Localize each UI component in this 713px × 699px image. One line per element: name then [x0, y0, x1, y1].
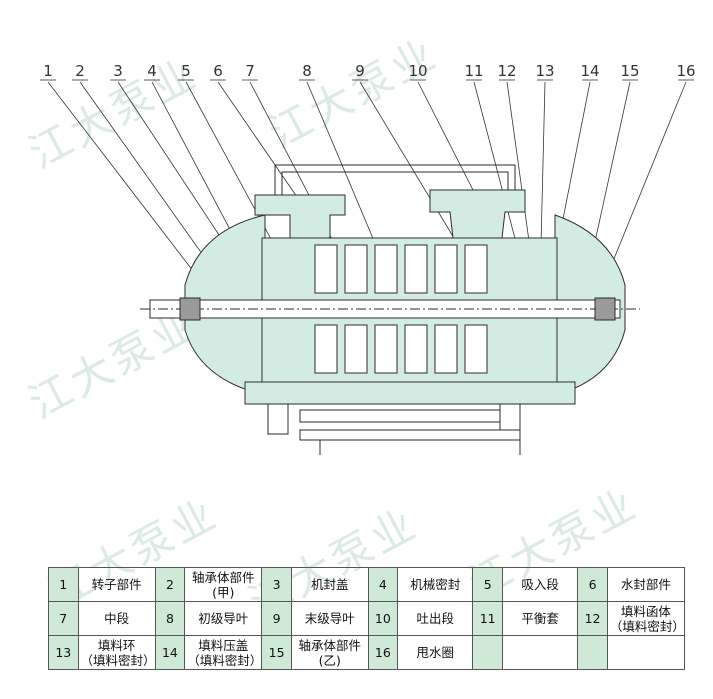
part-name: 吐出段 [416, 611, 455, 626]
part-name: 末级导叶 [304, 611, 355, 626]
part-name: 水封部件 [620, 577, 671, 592]
part-name: 中段 [104, 611, 130, 626]
part-number-cell: 5 [472, 567, 503, 602]
callout-number: 8 [302, 62, 312, 80]
part-name-cell: 甩水圈 [397, 635, 474, 670]
part-name-cell: 机封盖 [290, 567, 369, 602]
callout-number: 1 [43, 62, 53, 80]
part-name-note: （填料密封） [80, 652, 156, 668]
part-name: 甩水圈 [416, 645, 455, 660]
leader-line [47, 81, 201, 281]
part-name-cell: 初级导叶 [184, 601, 263, 636]
part-number-cell: 10 [367, 601, 399, 636]
part-name-cell: 填料压盖（填料密封） [184, 635, 263, 670]
part-name-cell: 轴承体部件(乙) [290, 635, 369, 670]
part-name: 吸入段 [521, 577, 559, 592]
callout-number: 9 [355, 62, 365, 80]
part-name-cell: 中段 [77, 601, 156, 636]
part-number-cell: 11 [472, 601, 503, 636]
part-name-cell: 吸入段 [501, 567, 579, 602]
part-name-cell: 平衡套 [501, 601, 579, 636]
part-name-cell: 填料环（填料密封） [77, 635, 156, 670]
callout-number: 2 [75, 62, 85, 80]
part-number-cell: 13 [48, 635, 79, 670]
callout-number: 11 [464, 62, 483, 80]
part-number-cell: 3 [261, 567, 292, 602]
callout-number: 7 [245, 62, 255, 80]
part-name-note: （填料密封） [187, 652, 263, 668]
part-name-cell: 转子部件 [77, 567, 156, 602]
callout-number: 16 [676, 62, 695, 80]
part-number-cell: 16 [367, 635, 399, 670]
leader-line [185, 81, 286, 266]
base-feet [267, 403, 521, 455]
part-name-note: （填料密封） [609, 618, 685, 634]
callout-number: 10 [408, 62, 427, 80]
shaft [140, 297, 640, 321]
part-name: 转子部件 [91, 577, 142, 592]
part-name: 机封盖 [310, 577, 349, 592]
callout-number: 5 [181, 62, 191, 80]
part-name: 平衡套 [521, 611, 559, 626]
part-name: 轴承体部件(乙) [298, 637, 361, 668]
part-name-cell [501, 635, 579, 670]
callout-number: 3 [113, 62, 123, 80]
part-name: 初级导叶 [198, 611, 249, 626]
balance-pipe [274, 164, 516, 195]
balance-pipe [281, 171, 509, 195]
part-name: 填料函体 [620, 603, 671, 619]
part-number-cell: 12 [577, 601, 608, 636]
callout-number: 15 [620, 62, 639, 80]
part-name-cell: 吐出段 [397, 601, 474, 636]
part-name: 机械密封 [410, 577, 461, 592]
part-name-cell: 填料函体（填料密封） [606, 601, 686, 636]
part-number-cell: 15 [261, 635, 292, 670]
part-number-cell [577, 635, 608, 670]
part-name-cell: 末级导叶 [290, 601, 369, 636]
part-number-cell: 7 [48, 601, 79, 636]
part-number-cell: 9 [261, 601, 292, 636]
part-number-cell: 2 [154, 567, 186, 602]
leader-line [473, 81, 519, 251]
part-name-cell [606, 635, 686, 670]
part-number-cell: 8 [154, 601, 186, 636]
impeller-stages [314, 244, 488, 374]
callout-number: 14 [580, 62, 599, 80]
part-number-cell: 4 [367, 567, 399, 602]
part-name-cell: 轴承体部件(甲) [184, 567, 263, 602]
part-number-cell: 1 [48, 567, 79, 602]
part-name-cell: 水封部件 [606, 567, 686, 602]
callout-number: 6 [213, 62, 223, 80]
part-number-cell [472, 635, 503, 670]
part-name: 轴承体部件(甲) [192, 569, 255, 600]
part-number-cell: 6 [577, 567, 608, 602]
part-name: 填料环 [97, 637, 136, 653]
part-number-cell: 14 [154, 635, 186, 670]
part-name: 填料压盖 [198, 637, 249, 653]
callout-number: 13 [535, 62, 554, 80]
callout-number: 4 [147, 62, 157, 80]
part-name-cell: 机械密封 [397, 567, 474, 602]
callout-number: 12 [497, 62, 516, 80]
leader-line [306, 81, 381, 256]
